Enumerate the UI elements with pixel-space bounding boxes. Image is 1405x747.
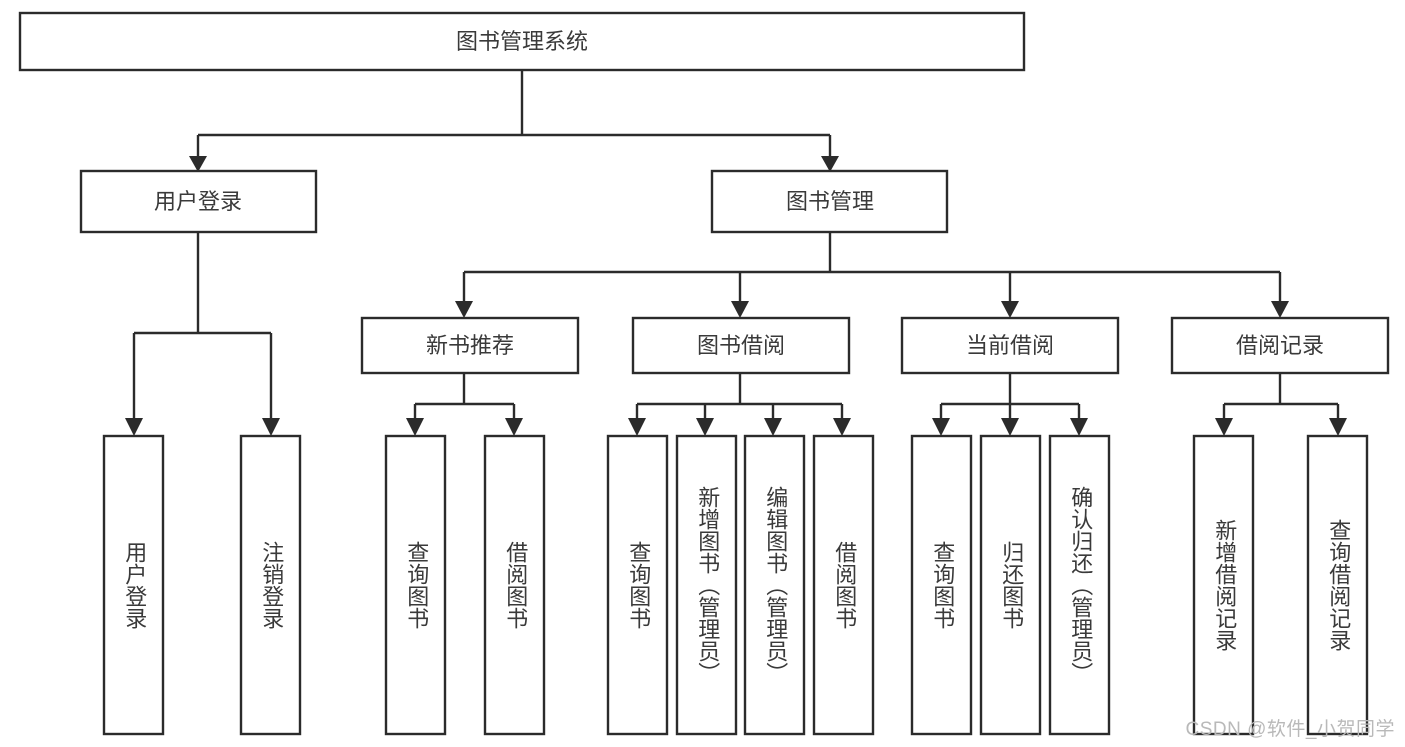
connector-group-new-book-recommend [406, 373, 523, 436]
node-leaf-borrow-book-box[interactable] [812, 434, 875, 736]
connector-group-borrow-record [1215, 373, 1347, 436]
arrow-head-leaf-add-book [696, 418, 714, 436]
node-leaf-borrow-book-label: 借阅图书 [832, 541, 857, 629]
node-leaf-query-book-cur-label: 查询图书 [930, 541, 955, 629]
node-leaf-confirm-return[interactable]: 确认归还（管理员） [1048, 434, 1111, 736]
arrow-head-leaf-user-login [125, 418, 143, 436]
node-leaf-add-record-label: 新增借阅记录 [1212, 519, 1237, 651]
node-leaf-query-book-borrow[interactable]: 查询图书 [606, 434, 669, 736]
node-book-manage-box[interactable] [710, 169, 949, 234]
node-leaf-add-book-box[interactable] [675, 434, 738, 736]
arrow-head-leaf-query-book-cur [932, 418, 950, 436]
node-new-book-recommend-label: 新书推荐 [426, 333, 514, 358]
arrow-head-leaf-add-record [1215, 418, 1233, 436]
node-root[interactable]: 图书管理系统 [18, 11, 1026, 72]
node-leaf-return-book-label: 归还图书 [999, 541, 1024, 629]
node-leaf-add-record[interactable]: 新增借阅记录 [1192, 434, 1255, 736]
node-leaf-borrow-book-rec[interactable]: 借阅图书 [483, 434, 546, 736]
arrow-head-leaf-confirm-return [1070, 418, 1088, 436]
node-book-borrow-label: 图书借阅 [697, 333, 785, 358]
node-new-book-recommend-box[interactable] [360, 316, 580, 375]
connector-group-user-login [125, 232, 280, 436]
node-book-manage[interactable]: 图书管理 [710, 169, 949, 234]
node-leaf-query-record-label: 查询借阅记录 [1326, 519, 1351, 651]
node-user-login-box[interactable] [79, 169, 318, 234]
node-leaf-query-book-borrow-label: 查询图书 [626, 541, 651, 629]
node-borrow-record[interactable]: 借阅记录 [1170, 316, 1390, 375]
node-leaf-query-record[interactable]: 查询借阅记录 [1306, 434, 1369, 736]
connector-group-current-borrow [932, 373, 1088, 436]
node-leaf-confirm-return-label: 确认归还（管理员） [1068, 486, 1093, 684]
connector-group-book-borrow [628, 373, 851, 436]
node-leaf-query-book-rec-box[interactable] [384, 434, 447, 736]
node-user-login[interactable]: 用户登录 [79, 169, 318, 234]
arrow-head-current-borrow [1001, 301, 1019, 318]
node-current-borrow-box[interactable] [900, 316, 1120, 375]
node-leaf-logout-login[interactable]: 注销登录 [239, 434, 302, 736]
node-leaf-edit-book-label: 编辑图书（管理员） [763, 486, 788, 684]
node-current-borrow-label: 当前借阅 [966, 333, 1054, 358]
node-leaf-user-login-box[interactable] [102, 434, 165, 736]
node-leaf-borrow-book-rec-label: 借阅图书 [503, 541, 528, 629]
node-leaf-query-book-cur-box[interactable] [910, 434, 973, 736]
node-leaf-add-book-label: 新增图书（管理员） [695, 486, 720, 684]
node-leaf-logout-login-label: 注销登录 [259, 541, 284, 629]
arrow-head-leaf-query-book-borrow [628, 418, 646, 436]
node-book-borrow-box[interactable] [631, 316, 851, 375]
node-leaf-add-book[interactable]: 新增图书（管理员） [675, 434, 738, 736]
node-leaf-return-book[interactable]: 归还图书 [979, 434, 1042, 736]
node-leaf-query-record-box[interactable] [1306, 434, 1369, 736]
node-leaf-query-book-rec[interactable]: 查询图书 [384, 434, 447, 736]
node-leaf-user-login[interactable]: 用户登录 [102, 434, 165, 736]
node-leaf-user-login-label: 用户登录 [122, 541, 147, 629]
arrow-head-leaf-logout-login [262, 418, 280, 436]
arrow-head-new-book-recommend [455, 301, 473, 318]
arrow-head-book-manage [821, 156, 839, 172]
node-leaf-query-book-rec-label: 查询图书 [404, 541, 429, 629]
arrow-head-leaf-borrow-book [833, 418, 851, 436]
node-leaf-edit-book-box[interactable] [743, 434, 806, 736]
node-leaf-logout-login-box[interactable] [239, 434, 302, 736]
node-book-borrow[interactable]: 图书借阅 [631, 316, 851, 375]
node-leaf-query-book-borrow-box[interactable] [606, 434, 669, 736]
arrow-head-borrow-record [1271, 301, 1289, 318]
arrow-head-leaf-query-book-rec [406, 418, 424, 436]
node-current-borrow[interactable]: 当前借阅 [900, 316, 1120, 375]
node-leaf-add-record-box[interactable] [1192, 434, 1255, 736]
node-leaf-edit-book[interactable]: 编辑图书（管理员） [743, 434, 806, 736]
node-new-book-recommend[interactable]: 新书推荐 [360, 316, 580, 375]
node-leaf-borrow-book[interactable]: 借阅图书 [812, 434, 875, 736]
node-root-label: 图书管理系统 [456, 29, 588, 54]
arrow-head-leaf-return-book [1001, 418, 1019, 436]
node-book-manage-label: 图书管理 [786, 189, 874, 214]
arrow-head-leaf-edit-book [764, 418, 782, 436]
node-user-login-label: 用户登录 [154, 189, 242, 214]
node-borrow-record-box[interactable] [1170, 316, 1390, 375]
arrow-head-book-borrow [731, 301, 749, 318]
connector-group-root [189, 70, 839, 172]
node-leaf-confirm-return-box[interactable] [1048, 434, 1111, 736]
node-borrow-record-label: 借阅记录 [1236, 333, 1324, 358]
connector-group-book-manage [455, 232, 1289, 318]
arrow-head-leaf-query-record [1329, 418, 1347, 436]
node-leaf-return-book-box[interactable] [979, 434, 1042, 736]
node-root-box[interactable] [18, 11, 1026, 72]
arrow-head-leaf-borrow-book-rec [505, 418, 523, 436]
arrow-head-user-login [189, 156, 207, 172]
node-leaf-query-book-cur[interactable]: 查询图书 [910, 434, 973, 736]
node-leaf-borrow-book-rec-box[interactable] [483, 434, 546, 736]
